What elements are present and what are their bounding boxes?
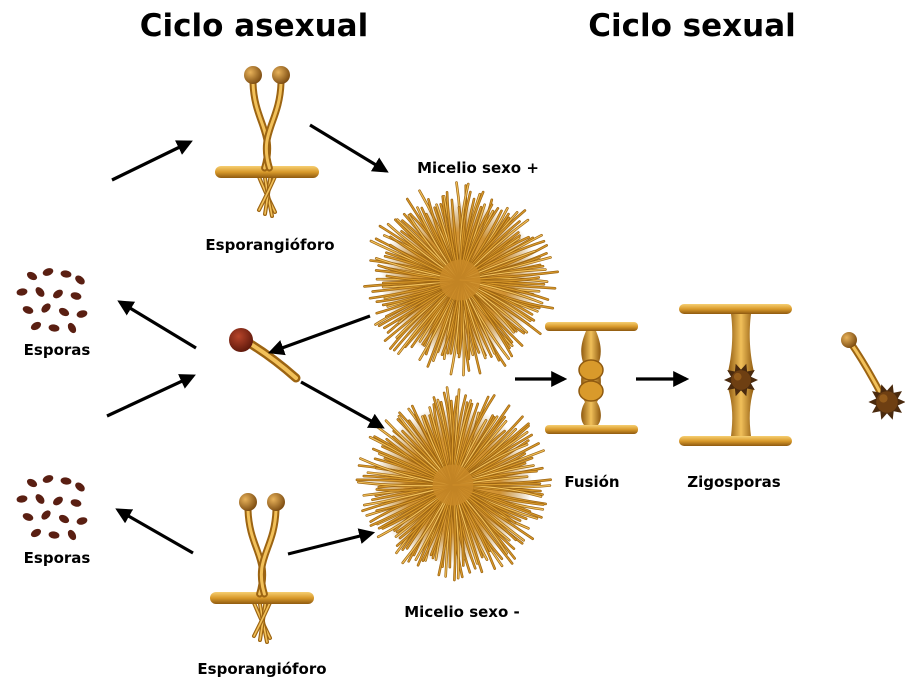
germinating-zygospore [841, 332, 905, 420]
mycelium-minus [357, 388, 551, 581]
fusion-label: Fusión [564, 473, 619, 491]
arrow-sporangiophore-bottom-to-spores [118, 510, 193, 553]
sexual-cycle-title: Ciclo sexual [588, 8, 796, 44]
sporangiophore-bottom-label: Esporangióforo [197, 660, 326, 678]
zygospore-germinating [868, 384, 905, 419]
sporangiophore-top-label: Esporangióforo [205, 236, 334, 254]
arrow-spore-to-spores-top [120, 302, 196, 348]
arrow-sporangiophore-bottom-to-mycelium-minus [288, 533, 372, 554]
spore-cluster-bottom [16, 474, 88, 542]
asexual-cycle-title: Ciclo asexual [140, 8, 368, 44]
arrow-spores-to-sporangiophore-top [112, 142, 190, 180]
zygospore-structure [679, 304, 792, 446]
zygospores-label: Zigosporas [687, 473, 781, 491]
spores-bottom-label: Esporas [24, 549, 91, 567]
mycelium-plus-label: Micelio sexo + [417, 159, 539, 177]
spore-cluster-top [16, 267, 88, 335]
arrow-spores-to-spore [107, 376, 193, 416]
sporangiophore-bottom [210, 493, 314, 642]
spores-top-label: Esporas [24, 341, 91, 359]
arrow-mycelium-plus-to-spore [271, 316, 370, 352]
germinating-spore [229, 328, 296, 378]
mycelium-plus [364, 183, 557, 376]
arrow-spore-to-mycelium-minus [301, 382, 382, 427]
mycelium-minus-label: Micelio sexo - [404, 603, 519, 621]
arrow-sporangiophore-top-to-mycelium-plus [310, 125, 386, 171]
sporangiophore-top [215, 66, 319, 216]
